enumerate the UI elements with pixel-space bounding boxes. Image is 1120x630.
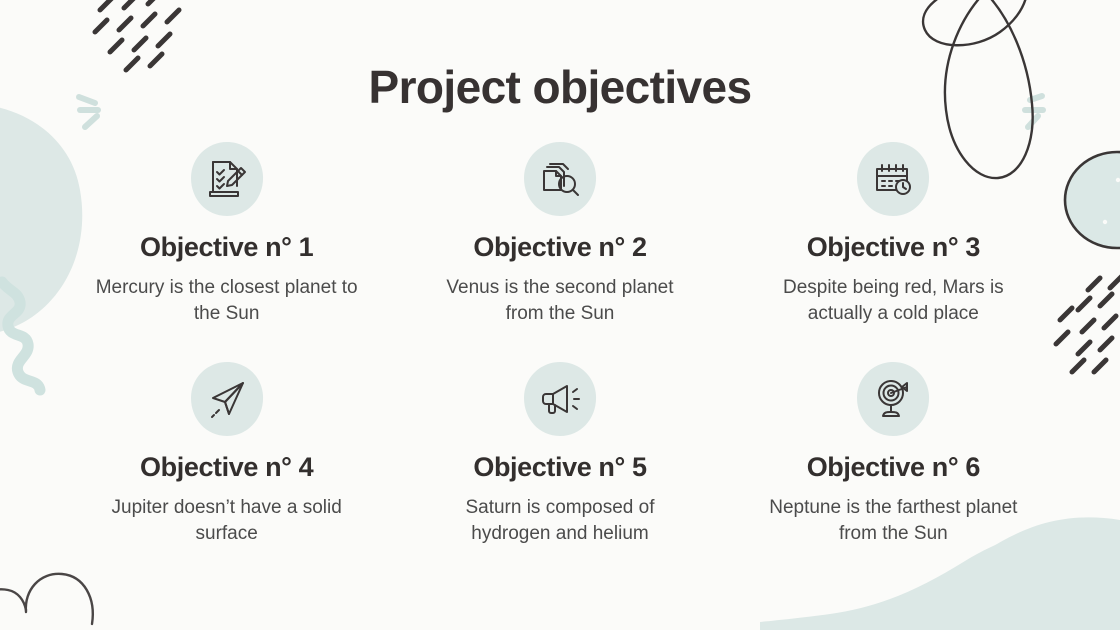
objective-title: Objective n° 6 (806, 452, 981, 482)
icon-container (521, 140, 599, 218)
objective-title: Objective n° 1 (140, 232, 314, 262)
dashed-lines-top-left (92, 0, 182, 73)
icon-container (854, 360, 932, 438)
objective-body: Despite being red, Mars is actually a co… (782, 277, 1004, 324)
objective-item[interactable]: Objective n° 5 Saturn is composed of hyd… (393, 360, 726, 580)
objective-item[interactable]: Objective n° 4 Jupiter doesn’t have a so… (60, 360, 393, 580)
paper-plane-icon (204, 376, 250, 422)
outlined-circle-right (1063, 150, 1120, 250)
target-dartboard-icon (870, 376, 916, 422)
mint-squiggle-left (0, 276, 46, 396)
icon-blob-shape (857, 142, 930, 216)
objective-body: Saturn is composed of hydrogen and heliu… (465, 497, 655, 544)
objective-title: Objective n° 4 (140, 452, 314, 482)
objective-item[interactable]: Objective n° 6 Neptune is the farthest p… (727, 360, 1060, 580)
objective-body: Jupiter doesn’t have a solid surface (111, 497, 342, 544)
icon-blob-shape (190, 142, 263, 216)
icon-blob-shape (523, 362, 597, 436)
cloud-doodle-bottom-left (0, 572, 94, 626)
icon-container (188, 140, 266, 218)
documents-search-icon (537, 156, 583, 202)
objective-body: Mercury is the closest planet to the Sun (95, 277, 358, 324)
objective-title: Objective n° 2 (473, 232, 647, 262)
objective-title: Objective n° 5 (473, 452, 647, 482)
clipboard-checklist-pencil-icon (204, 156, 250, 202)
page-title: Project objectives (368, 61, 753, 113)
objective-body: Venus is the second planet from the Sun (446, 277, 674, 324)
objective-item[interactable]: Objective n° 3 Despite being red, Mars i… (727, 140, 1060, 360)
objectives-grid: Objective n° 1 Mercury is the closest pl… (60, 140, 1060, 580)
objective-body: Neptune is the farthest planet from the … (769, 497, 1018, 544)
calendar-clock-icon (870, 156, 916, 202)
icon-container (188, 360, 266, 438)
objective-item[interactable]: Objective n° 2 Venus is the second plane… (393, 140, 726, 360)
objective-item[interactable]: Objective n° 1 Mercury is the closest pl… (60, 140, 393, 360)
icon-container (854, 140, 932, 218)
megaphone-icon (537, 376, 583, 422)
icon-blob-shape (857, 362, 930, 436)
dashed-lines-right (1053, 274, 1120, 375)
objective-title: Objective n° 3 (806, 232, 981, 262)
icon-container (521, 360, 599, 438)
